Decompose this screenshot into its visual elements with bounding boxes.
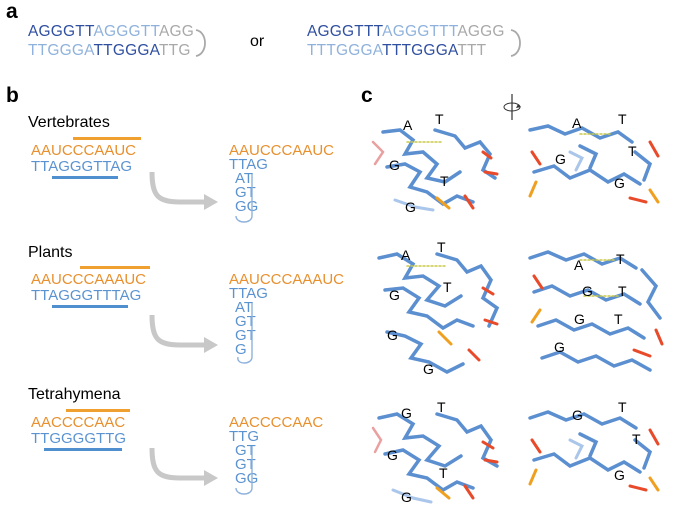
hairpin-top: AACCCCAAC bbox=[229, 414, 324, 431]
hairpin-line: GT bbox=[235, 184, 256, 201]
seq-segment: AGG bbox=[159, 23, 195, 40]
structure-model-vertebrates-front: A T G T G bbox=[371, 112, 499, 215]
telomere-dna: TTAGGGTTAG bbox=[31, 158, 133, 175]
telomere-dna: TTAGGGTTTAG bbox=[31, 287, 142, 304]
hairpin-line: GT bbox=[235, 442, 256, 459]
hairpin-line: AT bbox=[235, 170, 254, 187]
base-label: T bbox=[632, 431, 641, 447]
base-label: T bbox=[618, 399, 627, 415]
seq-segment: TTTGGGA bbox=[307, 42, 383, 59]
base-label: A bbox=[403, 117, 413, 133]
panel-a-left-loop bbox=[195, 29, 206, 57]
panel-a-right-bottom-strand: TTTGGGATTTGGGATTT bbox=[307, 43, 486, 59]
base-label: G bbox=[387, 327, 398, 343]
base-label: G bbox=[582, 283, 593, 299]
base-label: T bbox=[618, 112, 627, 127]
base-label: G bbox=[401, 489, 412, 505]
seq-segment: TTT bbox=[457, 42, 487, 59]
rna-template: AAUCCCAAAUC bbox=[31, 271, 147, 288]
base-label: G bbox=[574, 311, 585, 327]
structure-model-plants-side: A T G T G T G bbox=[528, 250, 664, 372]
base-label: T bbox=[437, 240, 446, 255]
organism-label: Plants bbox=[28, 244, 73, 261]
structure-model-tetrahymena-front: G T G T G bbox=[371, 399, 499, 505]
base-label: G bbox=[555, 151, 566, 167]
arrow-icon bbox=[149, 314, 218, 353]
base-label: T bbox=[439, 465, 448, 481]
hairpin-line: TTAG bbox=[229, 285, 268, 302]
repeat-bar bbox=[52, 305, 128, 308]
base-label: A bbox=[572, 115, 582, 131]
base-label: T bbox=[628, 143, 637, 159]
hairpin-line: G bbox=[235, 341, 247, 358]
panel-a-left-bottom-strand: TTGGGATTGGGATTG bbox=[28, 43, 191, 59]
base-label: G bbox=[387, 447, 398, 463]
panel-a-label: a bbox=[6, 0, 18, 23]
hairpin-top: AAUCCCAAAUC bbox=[229, 271, 345, 288]
panel-c-label: c bbox=[361, 84, 373, 107]
base-label: G bbox=[401, 405, 412, 421]
seq-segment: AGGGTT bbox=[93, 23, 159, 40]
telomere-dna: TTGGGGTTG bbox=[31, 430, 126, 447]
hairpin-loop bbox=[235, 174, 253, 223]
base-label: G bbox=[554, 339, 565, 355]
hairpin-line: TTG bbox=[229, 428, 259, 445]
template-bar bbox=[73, 137, 141, 140]
base-label: G bbox=[423, 361, 434, 377]
hairpin-stem: TTAG AT GT GG bbox=[229, 156, 268, 214]
template-bar bbox=[66, 409, 130, 412]
panel-b-label: b bbox=[6, 84, 19, 107]
base-label: A bbox=[401, 247, 411, 263]
seq-segment: TTG bbox=[159, 42, 191, 59]
hairpin-line: GT bbox=[235, 456, 256, 473]
base-label: T bbox=[443, 279, 452, 295]
base-label: T bbox=[616, 251, 625, 267]
base-label: A bbox=[574, 257, 584, 273]
hairpin-stem: TTAG AT GT GT G bbox=[229, 285, 268, 358]
base-label: T bbox=[437, 399, 446, 415]
seq-segment: AGGG bbox=[457, 23, 505, 40]
panel-a-right-top-strand: AGGGTTTAGGGTTTAGGG bbox=[307, 24, 505, 40]
seq-segment: AGGGTTT bbox=[382, 23, 458, 40]
structure-model-plants-front: A T G T G G bbox=[377, 240, 500, 377]
organism-label: Vertebrates bbox=[28, 114, 110, 131]
seq-segment: AGGGTT bbox=[28, 23, 94, 40]
rotation-icon bbox=[503, 94, 521, 120]
base-label: G bbox=[614, 467, 625, 483]
base-label: G bbox=[389, 157, 400, 173]
hairpin-loop bbox=[237, 303, 253, 364]
hairpin-loop bbox=[235, 446, 253, 495]
arrow-icon bbox=[149, 447, 218, 486]
hairpin-line: TTAG bbox=[229, 156, 268, 173]
hairpin-top: AAUCCCAAUC bbox=[229, 142, 335, 159]
base-label: G bbox=[389, 287, 400, 303]
base-label: G bbox=[405, 199, 416, 215]
base-label: T bbox=[435, 112, 444, 127]
hairpin-line: AT bbox=[235, 299, 254, 316]
arrow-icon bbox=[149, 171, 218, 210]
hairpin-line: GT bbox=[235, 327, 256, 344]
base-label: T bbox=[614, 311, 623, 327]
seq-segment: TTGGGA bbox=[28, 42, 94, 59]
seq-segment: AGGGTTT bbox=[307, 23, 383, 40]
structure-model-tetrahymena-side: G T T G bbox=[528, 399, 660, 492]
seq-segment: TTTGGGA bbox=[382, 42, 458, 59]
repeat-bar bbox=[52, 176, 118, 179]
rna-template: AACCCCAAC bbox=[31, 414, 126, 431]
hairpin-line: GT bbox=[235, 313, 256, 330]
panel-a-right-loop bbox=[510, 29, 521, 57]
base-label: T bbox=[440, 173, 449, 189]
template-bar bbox=[80, 266, 150, 269]
panel-a-left-top-strand: AGGGTTAGGGTTAGG bbox=[28, 24, 194, 40]
seq-segment: TTGGGA bbox=[93, 42, 159, 59]
repeat-bar bbox=[44, 448, 122, 451]
organism-label: Tetrahymena bbox=[28, 386, 121, 403]
structure-model-vertebrates-side: A T G T G bbox=[528, 112, 660, 204]
base-label: G bbox=[572, 407, 583, 423]
rna-template: AAUCCCAAUC bbox=[31, 142, 137, 159]
base-label: G bbox=[614, 175, 625, 191]
or-text: or bbox=[250, 33, 265, 50]
base-label: T bbox=[618, 283, 627, 299]
